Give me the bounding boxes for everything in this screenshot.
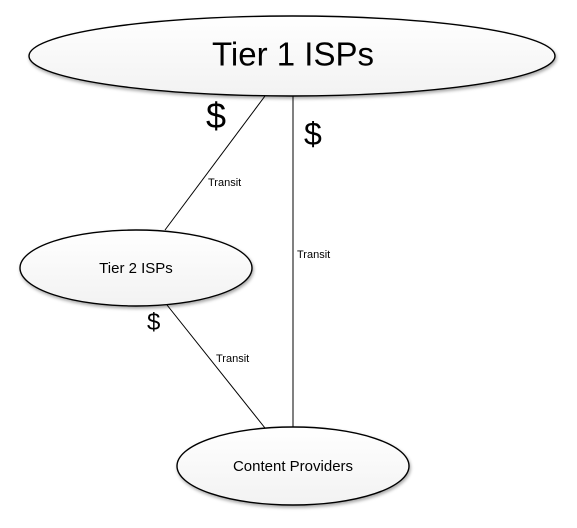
node-tier2-label: Tier 2 ISPs [99,260,173,277]
node-tier1-label: Tier 1 ISPs [212,36,374,73]
payment-marker-tier1-content: $ [304,116,322,152]
edge-tier2-to-content-providers [166,304,266,429]
node-tier1-shape [28,15,556,97]
edge-tier1-to-tier2 [164,95,266,231]
edge-label-tier2-content: Transit [216,353,249,365]
payment-marker-tier2-content: $ [147,309,160,336]
edge-label-tier1-tier2: Transit [208,177,241,189]
node-content-shape [176,426,410,506]
payment-marker-tier1-tier2: $ [206,95,226,136]
node-content-label: Content Providers [233,458,353,475]
node-tier2-shape [19,229,253,307]
node-tier2-isps: Tier 2 ISPs [19,229,253,307]
node-content-providers: Content Providers [176,426,410,506]
node-tier1-isps: Tier 1 ISPs [28,15,556,97]
edge-label-tier1-content: Transit [297,249,330,261]
